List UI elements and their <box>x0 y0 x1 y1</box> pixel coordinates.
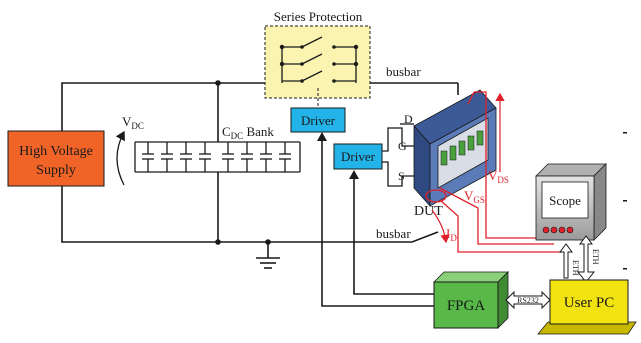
busbar-top-label: busbar <box>386 64 421 79</box>
vds-label: VDS <box>488 168 509 185</box>
rs232-label: RS232 <box>517 296 539 305</box>
driver-gate: Driver <box>333 143 383 170</box>
measurement-wiring <box>425 91 562 253</box>
dut-module <box>413 89 497 208</box>
driver-protection: Driver <box>290 107 346 133</box>
edge-marks <box>623 132 627 270</box>
busbar-bottom-label: busbar <box>376 226 411 241</box>
rs232-link <box>505 290 551 310</box>
vgs-label: VGS <box>464 188 485 205</box>
hv-supply-line2: Supply <box>36 163 76 178</box>
series-protection-title: Series Protection <box>274 9 363 24</box>
dut-label: DUT <box>414 204 443 219</box>
vdc-arrow <box>115 130 125 186</box>
high-voltage-supply: High Voltage Supply <box>7 130 105 187</box>
series-protection: Series Protection <box>264 9 371 108</box>
control-wiring <box>321 136 434 307</box>
gate-source-wiring <box>382 123 414 187</box>
user-pc-label: User PC <box>564 295 614 311</box>
capacitor-bank <box>134 141 301 173</box>
scope-label: Scope <box>549 193 581 208</box>
pin-g-label: G <box>398 139 407 153</box>
fpga-label: FPGA <box>447 298 486 314</box>
eth-label-2: ETH <box>591 249 600 265</box>
scope: Scope <box>535 163 607 241</box>
power-wiring <box>61 82 459 269</box>
fpga: FPGA <box>433 271 509 329</box>
vdc-label: VDC <box>122 114 144 131</box>
user-pc: User PC <box>537 279 637 335</box>
hv-supply-line1: High Voltage <box>19 144 93 159</box>
driver-gate-label: Driver <box>341 149 376 164</box>
pin-s-label: S <box>398 169 405 183</box>
eth-label-1: ETH <box>571 260 580 276</box>
id-label: ID <box>446 226 457 243</box>
cdc-bank-label: CDC Bank <box>222 124 274 141</box>
driver-top-label: Driver <box>301 113 336 128</box>
id-arrow <box>431 209 450 244</box>
pin-d-label: D <box>404 112 413 126</box>
junction-dots <box>215 80 271 245</box>
